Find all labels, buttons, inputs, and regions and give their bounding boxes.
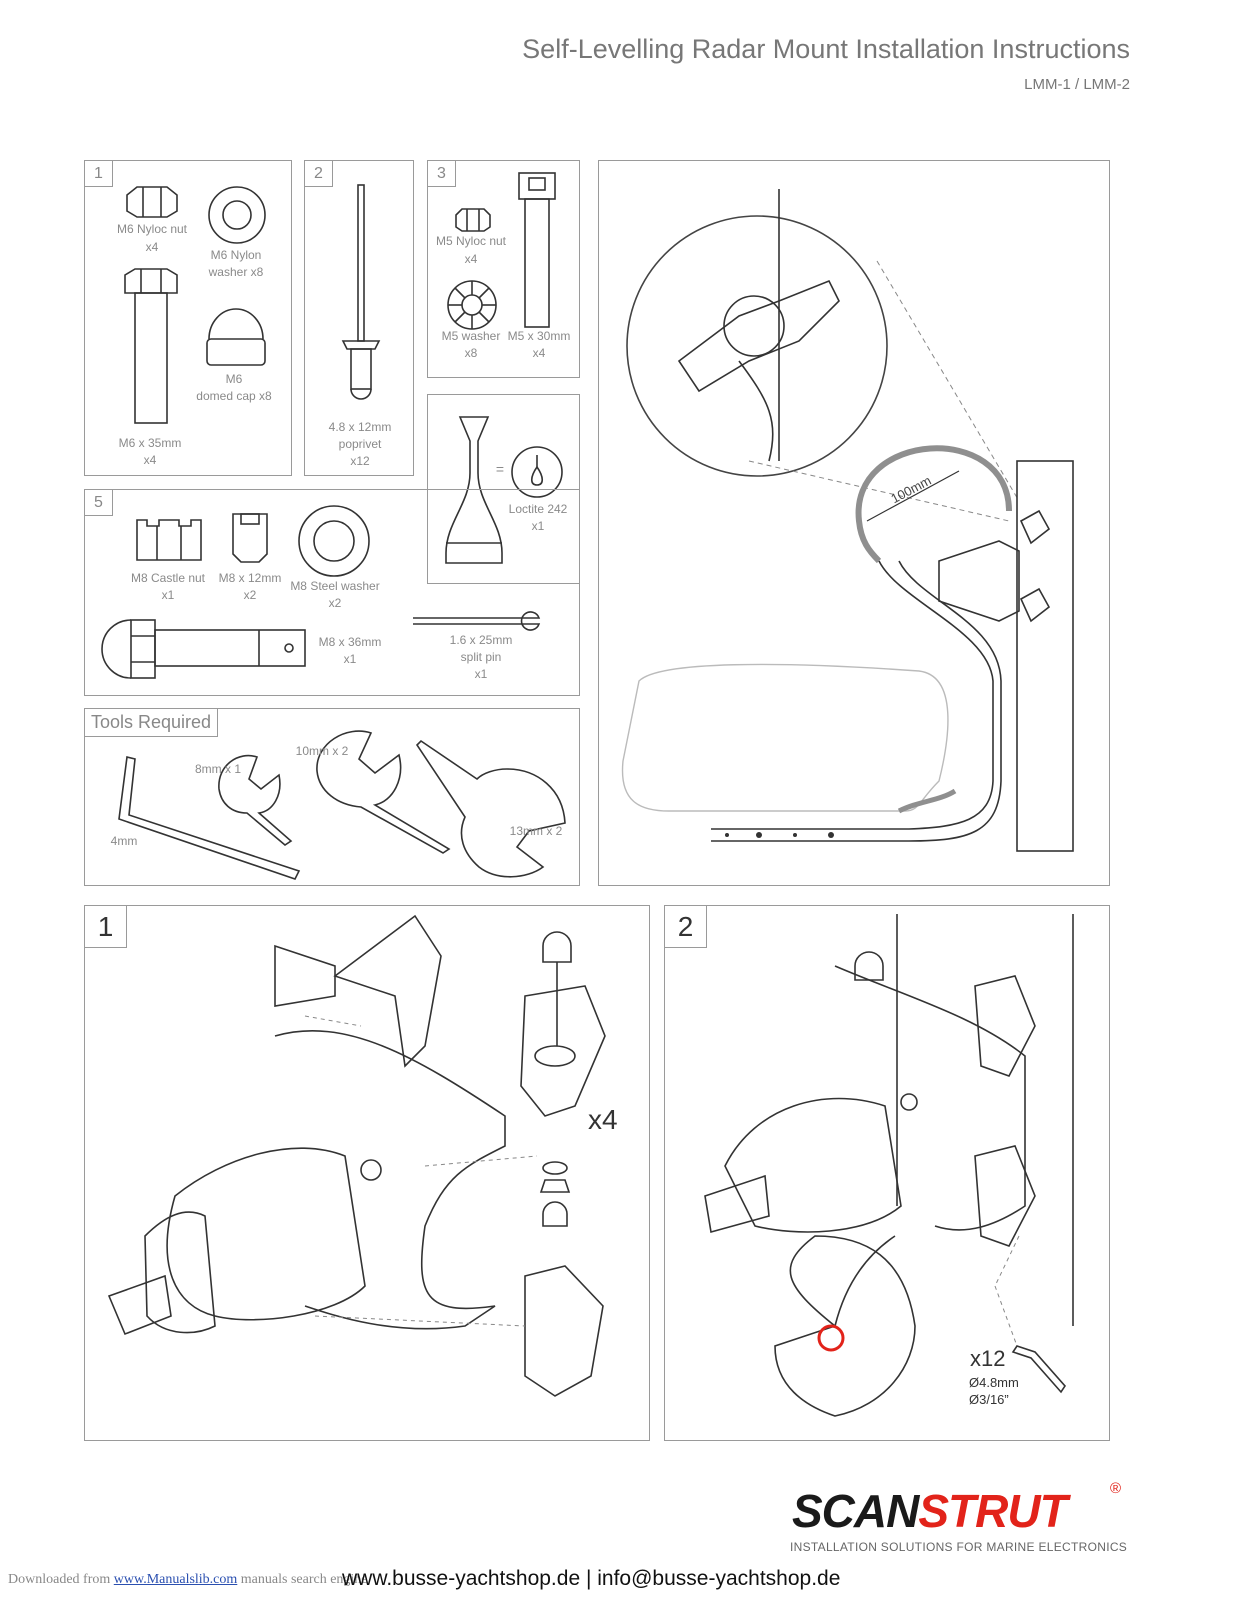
mount-overview-illustration: [621, 189, 1074, 852]
m8-36-label: M8 x 36mm: [318, 635, 382, 649]
manualslib-link[interactable]: www.Manualslib.com: [113, 1572, 238, 1587]
m6-washer-label-2: washer x8: [208, 265, 264, 279]
m6-cap-label-2: domed cap x8: [196, 389, 272, 403]
scanstrut-logo: SCANSTRUT: [792, 1485, 1068, 1537]
rivet-diameter-metric: Ø4.8mm: [969, 1375, 1019, 1390]
m8-12-label: M8 x 12mm: [218, 571, 282, 585]
drop-icon: [511, 446, 563, 498]
steel-washer-qty: x2: [328, 596, 342, 610]
wrench-10mm-icon: [316, 730, 451, 854]
step-1-panel: 1 x4: [84, 905, 650, 1441]
short-bolt-icon: [232, 513, 268, 563]
loctite-label: Loctite 242: [508, 502, 568, 516]
parts-box-1: 1 M6 Nyloc nut x4 M6 Nylon washer x8 M6 …: [84, 160, 292, 476]
rivet-qty: x12: [350, 454, 370, 468]
m6-bolt-qty: x4: [143, 453, 157, 467]
split-pin-label: 1.6 x 25mm: [449, 633, 513, 647]
split-pin-label-2: split pin: [460, 650, 502, 664]
nyloc-nut-icon: [455, 208, 491, 232]
steel-washer-icon: [298, 505, 370, 577]
rivet-label: 4.8 x 12mm: [328, 420, 392, 434]
brand-tagline: INSTALLATION SOLUTIONS FOR MARINE ELECTR…: [790, 1540, 1128, 1554]
allen-key-size: 4mm: [110, 834, 138, 848]
washer-icon: [208, 186, 266, 244]
wrench-13mm-label: 13mm x 2: [509, 824, 563, 838]
equals-sign: =: [495, 461, 505, 477]
hex-bolt-icon: [124, 268, 178, 424]
long-bolt-icon: [101, 619, 306, 679]
loctite-qty: x1: [531, 519, 545, 533]
document-title: Self-Levelling Radar Mount Installation …: [522, 34, 1130, 64]
tools-title: Tools Required: [85, 709, 219, 737]
nyloc-nut-icon: [126, 186, 178, 218]
rivet-diameter-imperial: Ø3/16”: [969, 1392, 1009, 1407]
allen-key-icon: [118, 756, 301, 880]
m6-washer-label: M6 Nylon: [210, 248, 262, 262]
box-number: 5: [85, 490, 113, 516]
wrench-10mm-label: 10mm x 2: [295, 744, 349, 758]
m5-nut-label: M5 Nyloc nut: [435, 234, 507, 248]
m5-bolt-qty: x4: [532, 346, 546, 360]
parts-box-2: 2 4.8 x 12mm poprivet x12: [304, 160, 414, 476]
m5-nut-qty: x4: [464, 252, 478, 266]
tools-box: Tools Required 4mm 8mm x 1 10mm x 2 13mm…: [84, 708, 580, 886]
castle-nut-icon: [136, 519, 202, 561]
step-2-panel: 2 x12 Ø4.8mm Ø3/16”: [664, 905, 1110, 1441]
star-washer-icon: [447, 280, 497, 330]
step-number: 1: [85, 906, 127, 948]
box-number: 1: [85, 161, 113, 187]
steel-washer-label: M8 Steel washer: [290, 579, 380, 593]
contact-footer: www.busse-yachtshop.de | info@busse-yach…: [342, 1567, 841, 1590]
castle-nut-qty: x1: [161, 588, 175, 602]
step-1-quantity: x4: [588, 1104, 618, 1135]
m8-12-qty: x2: [243, 588, 257, 602]
overview-panel: 100mm: [598, 160, 1110, 886]
rivet-label-2: poprivet: [338, 437, 382, 451]
m5-washer-label: M5 washer: [441, 329, 501, 343]
wrench-13mm-icon: [415, 739, 566, 878]
model-numbers: LMM-1 / LMM-2: [1024, 76, 1130, 93]
m6-nut-qty: x4: [145, 240, 159, 254]
parts-box-5: 5 M8 Castle nut x1 M8 x 12mm x2 M8 Steel…: [84, 489, 580, 696]
step-1-illustration: [107, 914, 606, 1397]
registered-mark: ®: [1110, 1480, 1122, 1497]
wrench-8mm-label: 8mm x 1: [194, 762, 241, 776]
parts-box-3: 3 M5 Nyloc nut x4 M5 washer x8 M5 x 30mm…: [427, 160, 580, 378]
cap-bolt-icon: [518, 172, 556, 328]
m5-washer-qty: x8: [464, 346, 478, 360]
split-pin-qty: x1: [474, 667, 488, 681]
m6-cap-label: M6: [225, 372, 243, 386]
download-notice: Downloaded from www.Manualslib.com manua…: [8, 1572, 368, 1587]
castle-nut-label: M8 Castle nut: [130, 571, 206, 585]
m6-bolt-label: M6 x 35mm: [118, 436, 182, 450]
pop-rivet-icon: [341, 184, 381, 400]
wrench-8mm-icon: [218, 754, 293, 846]
m8-36-qty: x1: [343, 652, 357, 666]
step-2-illustration: [704, 914, 1074, 1417]
m5-bolt-label: M5 x 30mm: [507, 329, 571, 343]
domed-cap-icon: [206, 308, 266, 366]
box-number: 3: [428, 161, 456, 187]
m6-nut-label: M6 Nyloc nut: [116, 222, 188, 236]
split-pin-icon: [413, 611, 541, 631]
step-2-quantity: x12: [970, 1346, 1006, 1371]
loctite-bottle-icon: [445, 416, 503, 564]
box-number: 2: [305, 161, 333, 187]
step-number: 2: [665, 906, 707, 948]
